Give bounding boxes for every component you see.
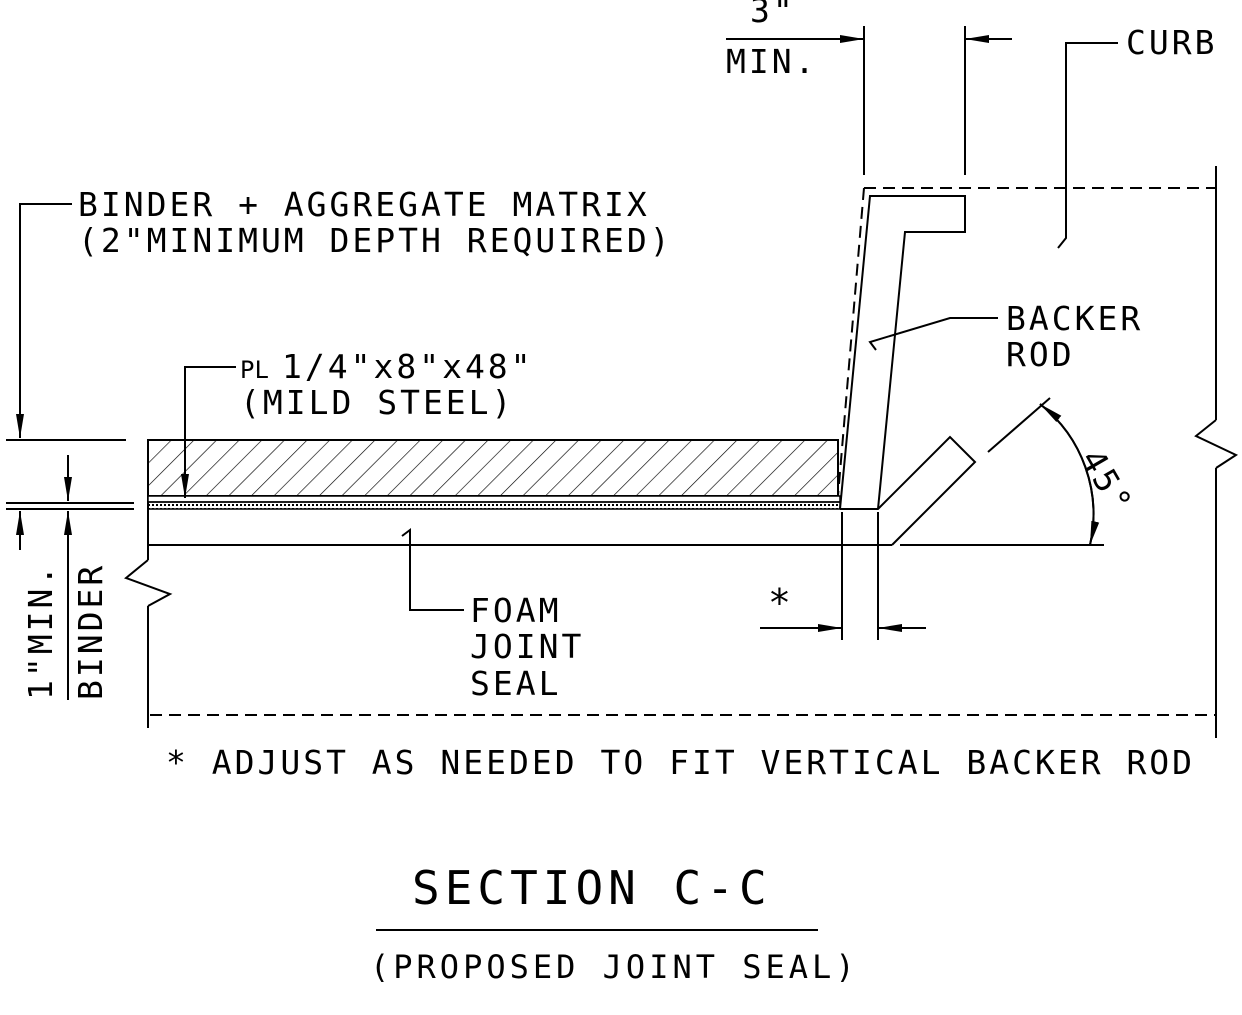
foam-joint-seal bbox=[148, 435, 977, 546]
binder-dim-bottom-label: BINDER bbox=[71, 563, 110, 700]
asterisk-label: * bbox=[768, 581, 794, 625]
section-boundary bbox=[124, 166, 1239, 738]
backer-label-line2: ROD bbox=[1006, 335, 1075, 374]
adjustment-note: * ADJUST AS NEEDED TO FIT VERTICAL BACKE… bbox=[166, 743, 1195, 782]
foam-leader bbox=[401, 528, 464, 611]
plate-label-line1: 1/4"x8"x48" bbox=[282, 347, 534, 386]
asterisk-dimension bbox=[760, 512, 926, 640]
backer-label-line1: BACKER bbox=[1006, 299, 1143, 338]
plate-leader bbox=[181, 366, 236, 498]
foam-label-line3: SEAL bbox=[470, 664, 561, 703]
angle-45-dimension bbox=[900, 397, 1104, 546]
curb-profile bbox=[837, 187, 966, 510]
angle-label: 45° bbox=[1073, 443, 1141, 522]
section-subtitle: (PROPOSED JOINT SEAL) bbox=[370, 948, 859, 986]
plate-symbol: PL bbox=[240, 356, 269, 384]
binder-label-line1: BINDER + AGGREGATE MATRIX bbox=[78, 185, 650, 224]
steel-plate bbox=[147, 495, 841, 510]
binder-leader bbox=[6, 203, 126, 441]
foam-label-line1: FOAM bbox=[470, 591, 561, 630]
min-dim-top-label: 3" bbox=[750, 0, 796, 30]
curb-label: CURB bbox=[1126, 23, 1217, 62]
foam-label-line2: JOINT bbox=[470, 627, 584, 666]
binder-aggregate-layer bbox=[147, 439, 839, 497]
binder-1in-dimension bbox=[6, 455, 134, 700]
backer-rod-leader bbox=[868, 317, 998, 351]
plate-label-line2: (MILD STEEL) bbox=[240, 383, 514, 422]
min-3in-dimension bbox=[726, 26, 1012, 175]
min-dim-bottom-label: MIN. bbox=[726, 42, 817, 81]
curb-leader bbox=[1057, 42, 1118, 249]
binder-label-line2: (2"MINIMUM DEPTH REQUIRED) bbox=[78, 221, 673, 260]
binder-dim-top-label: 1"MIN. bbox=[21, 563, 60, 700]
section-title: SECTION C-C bbox=[412, 861, 772, 915]
